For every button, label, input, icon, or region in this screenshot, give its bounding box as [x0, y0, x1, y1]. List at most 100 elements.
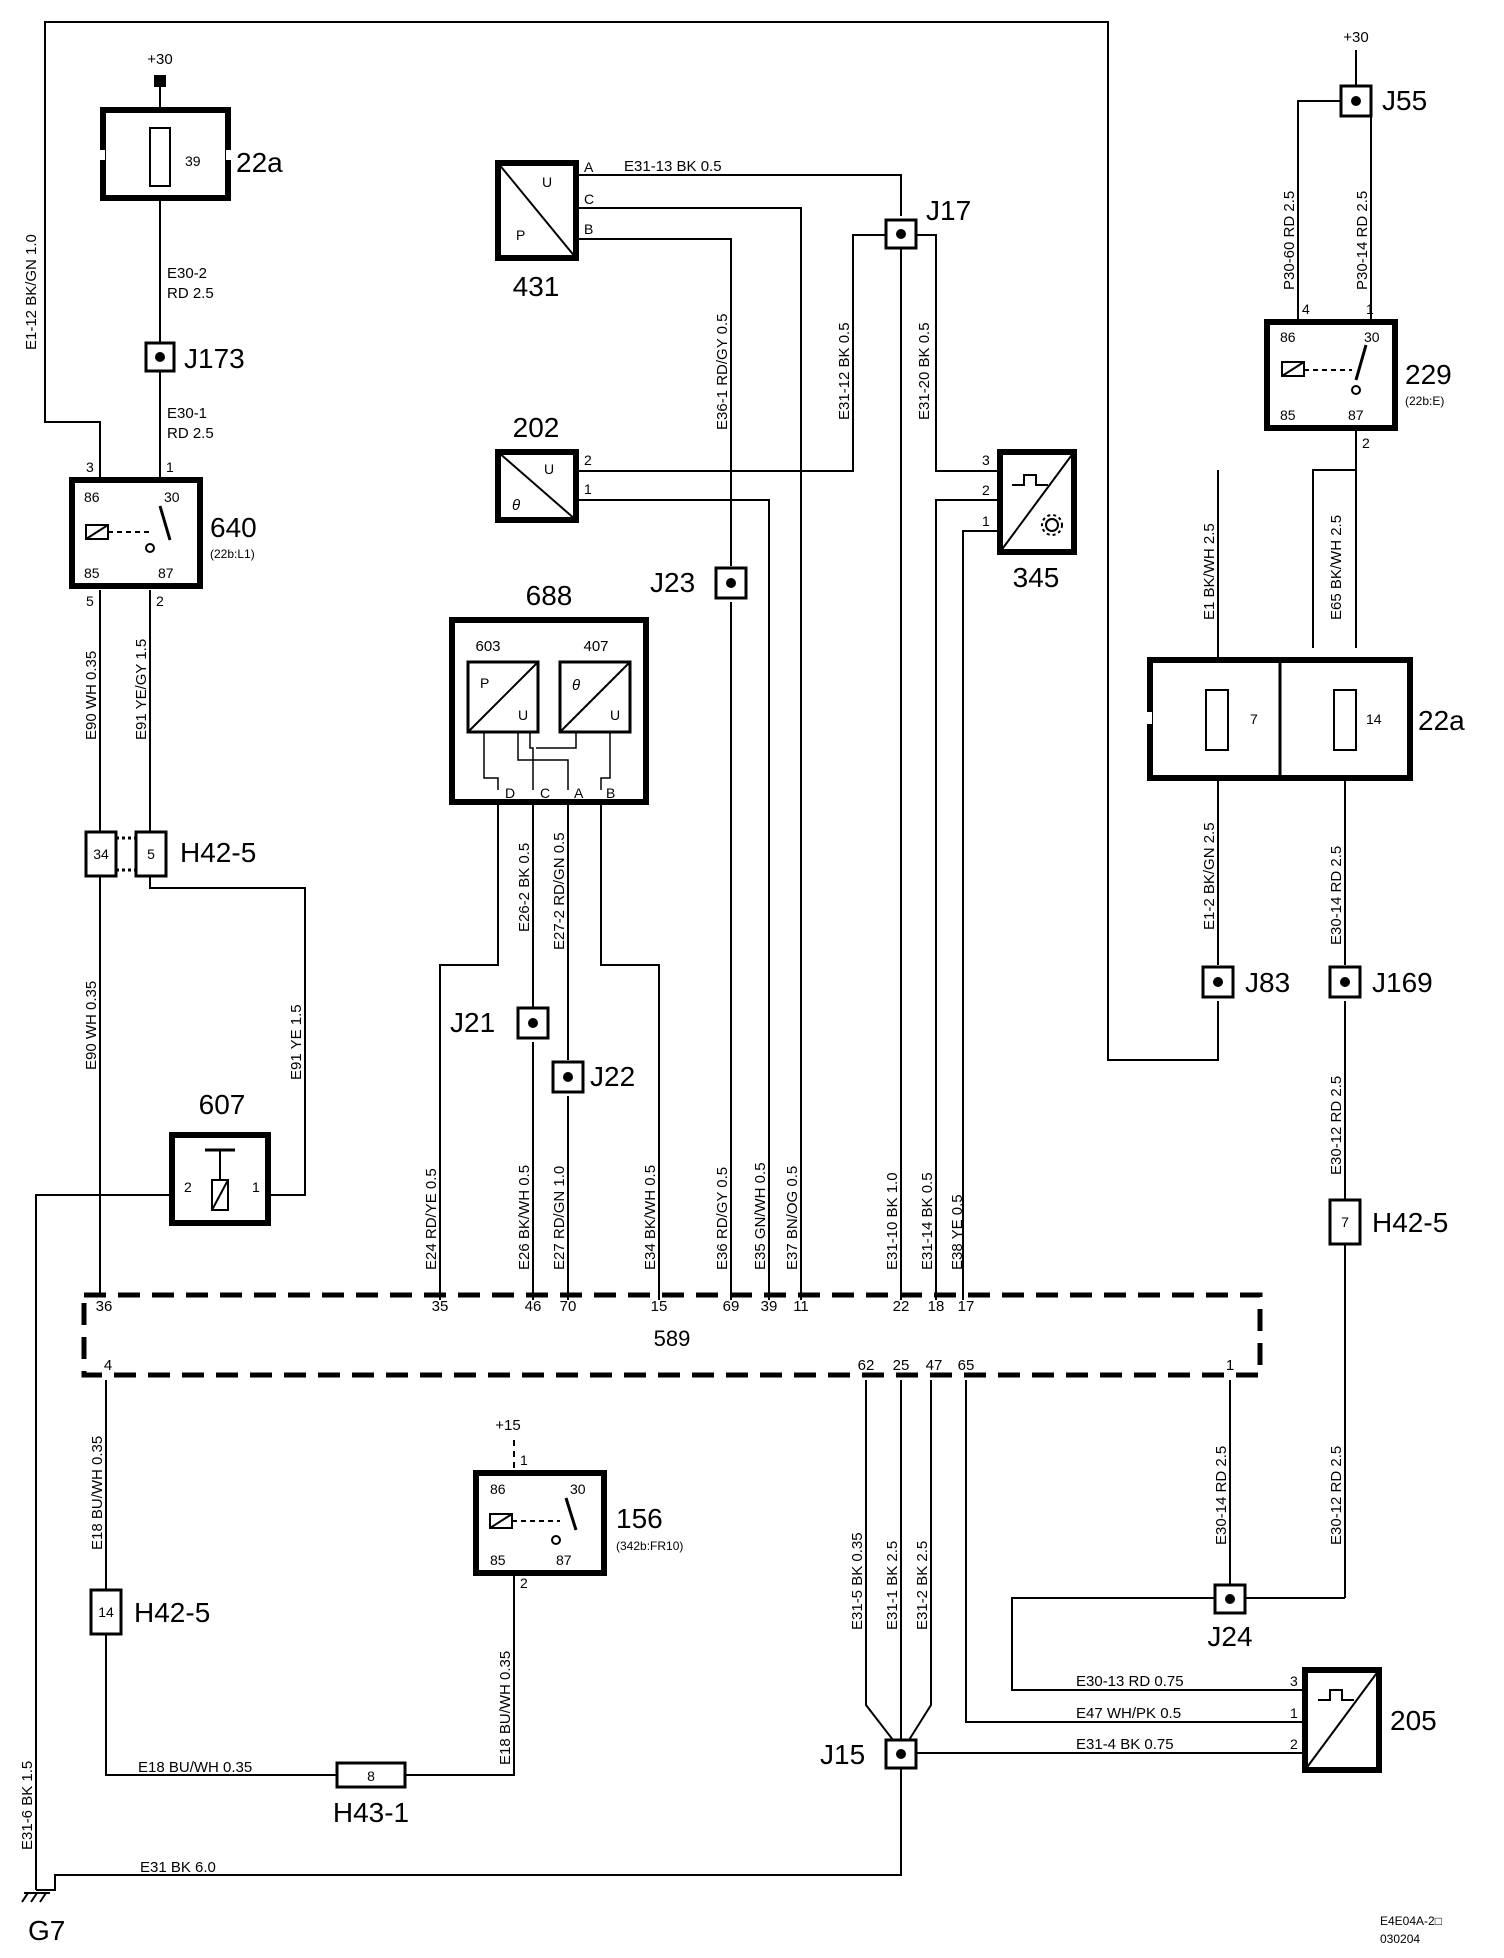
- component-label: 431: [513, 271, 560, 302]
- pin-label: 86: [1280, 329, 1296, 345]
- sensor-202: U θ 2 1 202: [495, 412, 592, 523]
- fuse-box-label: 22a: [1418, 705, 1465, 736]
- wire-label: E90 WH 0.35: [83, 981, 100, 1070]
- pin-label: 1: [166, 459, 174, 475]
- pin-label: 2: [184, 1179, 192, 1195]
- pin-label: 2: [584, 452, 592, 468]
- connector-j169: J169: [1328, 965, 1433, 999]
- ground-g7: G7: [21, 1892, 65, 1946]
- pulse-icon: [1012, 474, 1048, 486]
- pin-label: 7: [1341, 1214, 1349, 1230]
- sensor-688: 688 603 407 P U θ U D C A B: [449, 580, 649, 805]
- component-label: 229: [1405, 359, 1452, 390]
- wire-label: E30-12 RD 2.5: [1328, 1076, 1345, 1175]
- pin-label: 8: [367, 1768, 375, 1784]
- wire-label: E18 BU/WH 0.35: [497, 1651, 514, 1765]
- sensor-symbol: U: [544, 461, 554, 477]
- ecu-pin: 70: [560, 1298, 577, 1315]
- component-ref: (342b:FR10): [616, 1539, 683, 1553]
- wire-label: E31-10 BK 1.0: [884, 1172, 901, 1270]
- connector-label: J15: [820, 1739, 865, 1770]
- sensor-symbol: θ: [512, 497, 520, 514]
- wire-label: E90 WH 0.35: [83, 651, 100, 740]
- connector-h42-5-top: 34 5 H42-5: [84, 830, 256, 878]
- pin-label: 1: [584, 481, 592, 497]
- connector-label: J21: [450, 1007, 495, 1038]
- ecu-589-label: 589: [654, 1326, 691, 1351]
- pin-label: 87: [158, 565, 174, 581]
- connector-h43-1: 8 H43-1: [333, 1761, 409, 1828]
- component-label: 205: [1390, 1705, 1437, 1736]
- wire-label: E38 YE 0.5: [949, 1194, 966, 1270]
- component-label: 156: [616, 1503, 663, 1534]
- fuse-number: 14: [1366, 711, 1382, 727]
- pin-label: 3: [86, 459, 94, 475]
- pin-label: 87: [1348, 407, 1364, 423]
- wire-label: E36-1 RD/GY 0.5: [714, 314, 731, 430]
- wire-label: E36 RD/GY 0.5: [714, 1167, 731, 1270]
- connector-j15: J15: [820, 1738, 918, 1770]
- pin-label: B: [584, 221, 593, 237]
- connector-label: H42-5: [134, 1597, 210, 1628]
- pin-label: 30: [164, 489, 180, 505]
- pin-label: C: [540, 785, 550, 801]
- pin-label: 14: [98, 1604, 114, 1620]
- ecu-pin: 25: [893, 1357, 910, 1374]
- wire-label: E31-2 BK 2.5: [914, 1541, 931, 1630]
- pin-label: 3: [1290, 1673, 1298, 1689]
- wire-label: E31-12 BK 0.5: [836, 322, 853, 420]
- sub-component-label: 407: [583, 638, 608, 655]
- connector-label: J55: [1382, 85, 1427, 116]
- wire-label: E1-12 BK/GN 1.0: [23, 234, 40, 350]
- wire-label: E27-2 RD/GN 0.5: [551, 832, 568, 950]
- pin-label: 2: [520, 1575, 528, 1591]
- connector-label: H43-1: [333, 1797, 409, 1828]
- component-ref: (22b:L1): [210, 547, 255, 561]
- wire-label: RD 2.5: [167, 425, 214, 442]
- wire-label: E31-13 BK 0.5: [624, 158, 722, 175]
- pin-label: 1: [1366, 301, 1374, 317]
- supply-terminal: [154, 75, 166, 87]
- pin-label: 30: [570, 1481, 586, 1497]
- wire-label: E30-14 RD 2.5: [1328, 846, 1345, 945]
- supply-label: +30: [1343, 29, 1368, 46]
- pin-label: 1: [252, 1179, 260, 1195]
- component-label: 202: [513, 412, 560, 443]
- component-label: 607: [199, 1089, 246, 1120]
- drawing-code: E4E04A-2□: [1380, 1914, 1442, 1928]
- pin-label: 2: [982, 482, 990, 498]
- connector-label: H42-5: [1372, 1207, 1448, 1238]
- pin-label: 2: [156, 593, 164, 609]
- sub-component-label: 603: [475, 638, 500, 655]
- wire-label: E47 WH/PK 0.5: [1076, 1705, 1181, 1722]
- pin-label: 1: [520, 1452, 528, 1468]
- fuse-number: 7: [1250, 711, 1258, 727]
- sensor-symbol: U: [610, 707, 620, 723]
- sensor-symbol: U: [542, 174, 552, 190]
- pin-label: 85: [490, 1552, 506, 1568]
- connector-j22: J22: [551, 1060, 635, 1094]
- pin-label: 30: [1364, 329, 1380, 345]
- fuse-number: 39: [185, 153, 201, 169]
- connector-label: J83: [1245, 967, 1290, 998]
- wire-label: E30-13 RD 0.75: [1076, 1673, 1184, 1690]
- wire-label: E26 BK/WH 0.5: [516, 1165, 533, 1270]
- sensor-205: 3 1 2 205: [1290, 1667, 1437, 1773]
- wires: [35, 21, 1372, 1891]
- ecu-589-outline: [81, 1292, 1263, 1378]
- fuse-box-22a-left: +30 39 22a: [95, 51, 283, 201]
- ecu-pin: 18: [928, 1298, 945, 1315]
- pin-label: 86: [490, 1481, 506, 1497]
- wire-label: E91 YE/GY 1.5: [133, 639, 150, 740]
- ecu-pin: 46: [525, 1298, 542, 1315]
- pin-label: C: [584, 191, 594, 207]
- component-label: 640: [210, 512, 257, 543]
- wire-label: E31-6 BK 1.5: [19, 1761, 36, 1850]
- wire-label: RD 2.5: [167, 285, 214, 302]
- connector-j24: J24: [1207, 1583, 1253, 1652]
- wire-label: E31-5 BK 0.35: [849, 1532, 866, 1630]
- connector-label: J22: [590, 1061, 635, 1092]
- connector-h42-5-bottom: 14 H42-5: [89, 1588, 210, 1636]
- wire-label: E35 GN/WH 0.5: [752, 1162, 769, 1270]
- switch-607: 607 2 1: [169, 1089, 271, 1226]
